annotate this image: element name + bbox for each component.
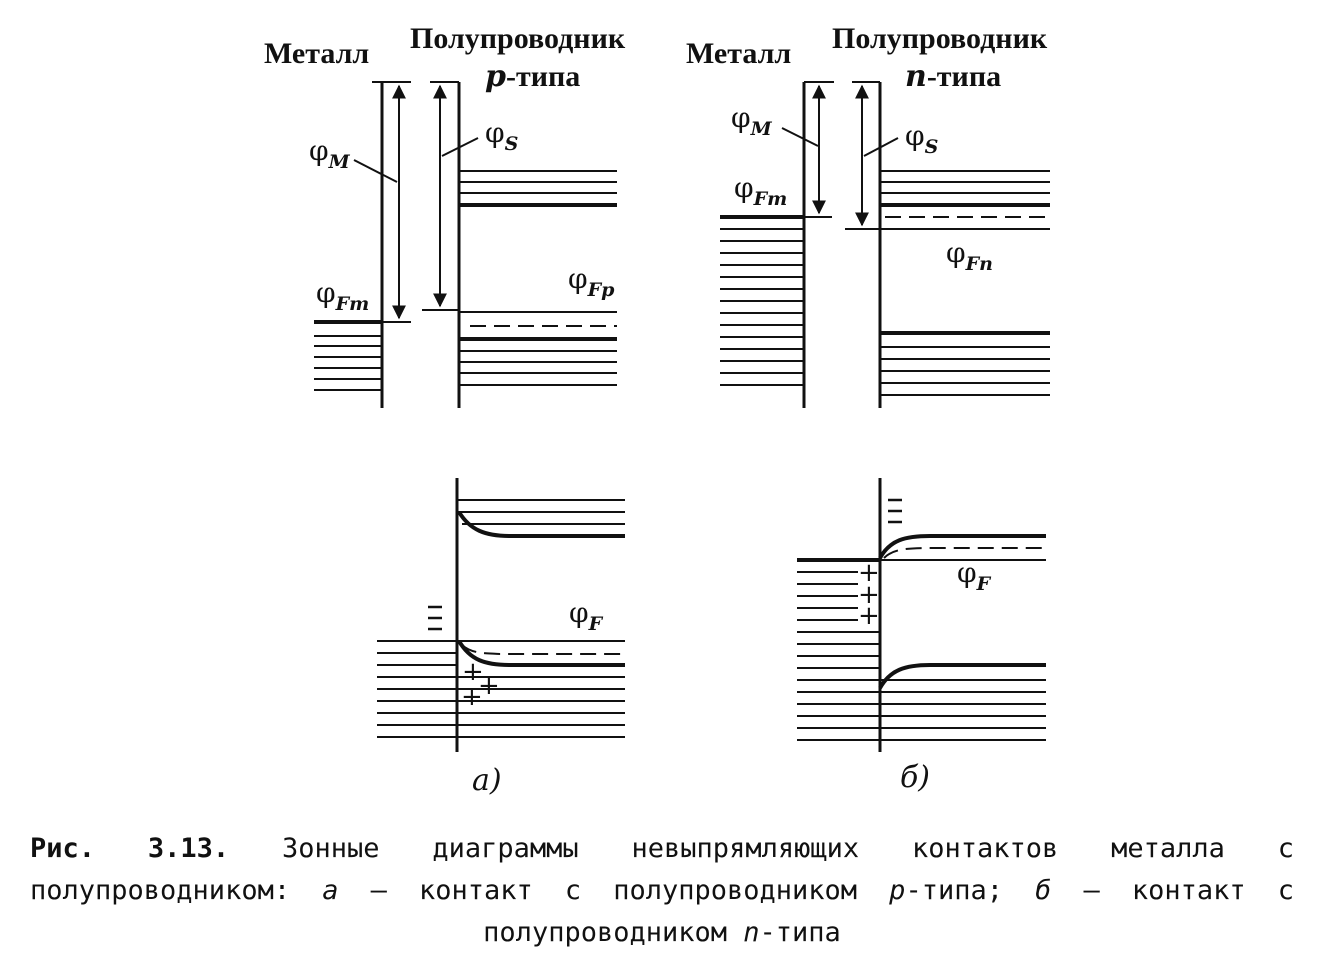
semiconductor-label-right: Полупроводник <box>832 22 1048 55</box>
valence-band-b <box>880 679 1046 741</box>
plus-sign: + <box>461 682 483 712</box>
phi-fm-label-a: φFm <box>316 276 369 315</box>
n-type-label: n-типа <box>905 59 1001 94</box>
caption-text: -типа <box>759 917 841 948</box>
phi-fp-label: φFp <box>568 262 615 301</box>
caption-a: а <box>322 875 339 906</box>
valence-band-p <box>459 311 617 386</box>
conduction-band-p <box>459 170 617 207</box>
conduction-band-bent-a <box>457 499 625 538</box>
caption-text: — контакт с полупроводником <box>483 875 1294 948</box>
caption-text: Зонные диаграммы невыпрямляющих контакто… <box>30 833 1294 906</box>
negative-charge-b <box>888 498 902 524</box>
caption-title: Рис. 3.13. <box>30 833 230 864</box>
bottom-left-contact-a <box>377 478 625 752</box>
metal-levels-a <box>377 640 625 738</box>
metal-filled-levels <box>314 320 382 391</box>
phi-m-label-b: φM <box>731 101 773 140</box>
p-type-label: p-типа <box>485 59 580 94</box>
phi-f-label-a: φF <box>569 596 604 635</box>
phi-f-label-b: φF <box>957 556 992 595</box>
plus-sign: + <box>858 601 880 631</box>
caption-b: б <box>1035 875 1052 906</box>
phi-s-label-a: φS <box>485 116 518 155</box>
valence-band-n <box>880 331 1050 396</box>
conduction-band-n <box>880 170 1050 218</box>
caption-text: — контакт с полупроводником <box>338 875 890 906</box>
phi-s-label-b: φS <box>905 119 938 158</box>
top-left-p-diagram <box>314 81 617 408</box>
negative-charge-a <box>428 605 442 631</box>
panel-label-a: а) <box>472 763 502 798</box>
metal-label-right: Металл <box>686 37 791 70</box>
caption-text: -типа; <box>905 875 1036 906</box>
metal-label-left: Металл <box>264 37 369 70</box>
metal-levels-b <box>797 571 880 741</box>
figure-caption: Рис. 3.13. Зонные диаграммы невыпрямляющ… <box>30 828 1294 954</box>
phi-fm-label-b: φFm <box>734 171 787 210</box>
top-right-n-diagram <box>720 81 1050 408</box>
plus-sign: + <box>478 671 500 701</box>
phi-m-label-a: φM <box>309 134 351 173</box>
caption-n: n <box>743 917 760 948</box>
bottom-right-contact-b <box>797 478 1046 752</box>
labels: Металл Полупроводник p-типа Металл Полуп… <box>264 22 1048 798</box>
semiconductor-label-left: Полупроводник <box>410 22 626 55</box>
band-diagram: Металл Полупроводник p-типа Металл Полуп… <box>264 22 1050 798</box>
plus-sign: + <box>858 580 880 610</box>
plus-sign: + <box>462 657 484 687</box>
phi-fn-label: φFn <box>946 236 993 275</box>
plus-sign: + <box>858 558 880 588</box>
panel-label-b: б) <box>900 760 930 795</box>
metal-filled-levels-n <box>720 215 804 386</box>
caption-p: р <box>889 875 906 906</box>
